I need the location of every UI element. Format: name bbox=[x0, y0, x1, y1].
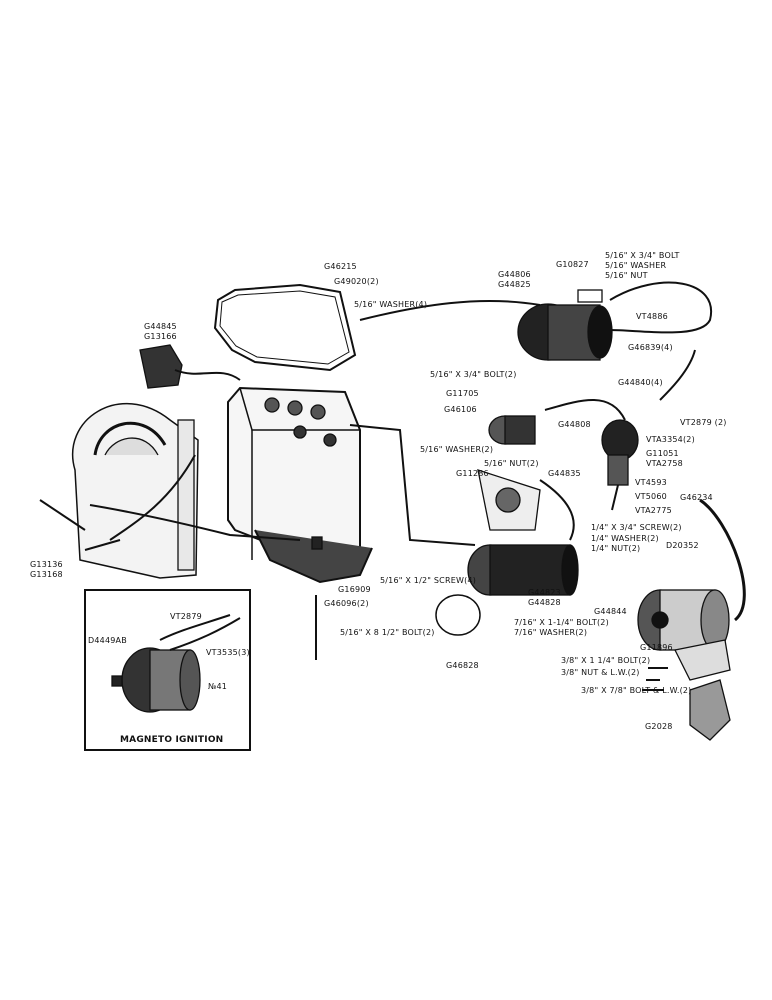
label-nut-516-2: 5/16" NUT(2) bbox=[484, 459, 539, 468]
label-bolt-516-34-2: 5/16" X 3/4" BOLT(2) bbox=[430, 370, 517, 379]
label-g44844: G44844 bbox=[594, 607, 627, 616]
label-g13168: G13168 bbox=[30, 570, 63, 579]
instrument-panel-drawing bbox=[72, 402, 199, 579]
generator-drawing bbox=[517, 289, 613, 361]
label-washer-14: 1/4" WASHER(2) bbox=[591, 534, 659, 543]
label-g44806: G44806 bbox=[498, 270, 531, 279]
starter-drawing bbox=[467, 544, 579, 596]
distributor-drawing bbox=[601, 419, 639, 511]
label-vt3535: VT3535(3) bbox=[206, 648, 250, 657]
label-bolt-38-14: 3/8" X 1 1/4" BOLT(2) bbox=[561, 656, 651, 665]
label-g10827: G10827 bbox=[556, 260, 589, 269]
label-d4449ab: D4449AB bbox=[88, 636, 127, 645]
label-g11051: G11051 bbox=[646, 449, 679, 458]
label-g13166: G13166 bbox=[144, 332, 177, 341]
label-washer-516: 5/16" WASHER bbox=[605, 261, 667, 270]
label-bolt-516-8: 5/16" X 8 1/2" BOLT(2) bbox=[340, 628, 435, 637]
magneto-drawing bbox=[111, 614, 241, 713]
label-vta3354: VTA3354(2) bbox=[646, 435, 695, 444]
label-g11705: G11705 bbox=[446, 389, 479, 398]
regulator-drawing bbox=[139, 344, 183, 389]
label-g13136: G13136 bbox=[30, 560, 63, 569]
label-vt2879: VT2879 bbox=[170, 612, 202, 621]
label-washer-716: 7/16" WASHER(2) bbox=[514, 628, 588, 637]
label-washer-516-2: 5/16" WASHER(2) bbox=[420, 445, 494, 454]
gasket-drawing bbox=[435, 594, 481, 636]
label-g16909: G16909 bbox=[338, 585, 371, 594]
label-g2028: G2028 bbox=[645, 722, 673, 731]
label-g44808: G44808 bbox=[558, 420, 591, 429]
label-vt5060: VT5060 bbox=[635, 492, 667, 501]
label-g46215: G46215 bbox=[324, 262, 357, 271]
label-bolt-716: 7/16" X 1-1/4" BOLT(2) bbox=[514, 618, 609, 627]
wiring-drawing bbox=[39, 281, 713, 551]
label-g11896: G11896 bbox=[640, 643, 673, 652]
label-g46839: G46839(4) bbox=[628, 343, 673, 352]
label-g44823: G44823 bbox=[528, 588, 561, 597]
label-g44845: G44845 bbox=[144, 322, 177, 331]
label-g49020: G49020(2) bbox=[334, 277, 379, 286]
mount-drawing bbox=[674, 639, 731, 681]
label-screw-516-12: 5/16" X 1/2" SCREW(4) bbox=[380, 576, 477, 585]
label-vt4593: VT4593 bbox=[635, 478, 667, 487]
label-g11286: G11286 bbox=[456, 469, 489, 478]
label-bolt-38-78: 3/8" X 7/8" BOLT & L.W.(2) bbox=[581, 686, 692, 695]
generator-2-drawing bbox=[637, 589, 730, 651]
label-g44835: G44835 bbox=[548, 469, 581, 478]
magneto-inset-box bbox=[84, 589, 251, 751]
label-g44828: G44828 bbox=[528, 598, 561, 607]
label-vt2879-2: VT2879 (2) bbox=[680, 418, 727, 427]
label-vta2775: VTA2775 bbox=[635, 506, 672, 515]
label-g46106: G46106 bbox=[444, 405, 477, 414]
label-nut-14: 1/4" NUT(2) bbox=[591, 544, 641, 553]
label-g44825: G44825 bbox=[498, 280, 531, 289]
label-g46828: G46828 bbox=[446, 661, 479, 670]
battery-drawing bbox=[227, 386, 373, 584]
label-g46096: G46096(2) bbox=[324, 599, 369, 608]
label-bolt-516-34: 5/16" X 3/4" BOLT bbox=[605, 251, 680, 260]
belt-drawing bbox=[699, 498, 746, 622]
label-g46234: G46234 bbox=[680, 493, 713, 502]
bracket-drawing bbox=[477, 469, 541, 531]
bracket-2-drawing bbox=[689, 679, 731, 741]
label-d20352: D20352 bbox=[666, 541, 699, 550]
label-screw-14-34: 1/4" X 3/4" SCREW(2) bbox=[591, 523, 682, 532]
coil-drawing bbox=[488, 415, 536, 445]
label-magneto-ignition: MAGNETO IGNITION bbox=[120, 735, 224, 745]
label-vta2758: VTA2758 bbox=[646, 459, 683, 468]
label-nut-38: 3/8" NUT & L.W.(2) bbox=[561, 668, 640, 677]
battery-frame-drawing bbox=[213, 283, 357, 372]
label-vt4886: VT4886 bbox=[636, 312, 668, 321]
label-n41: №41 bbox=[208, 682, 228, 691]
label-nut-516: 5/16" NUT bbox=[605, 271, 648, 280]
label-g44840: G44840(4) bbox=[618, 378, 663, 387]
label-washer-4: 5/16" WASHER(4) bbox=[354, 300, 428, 309]
